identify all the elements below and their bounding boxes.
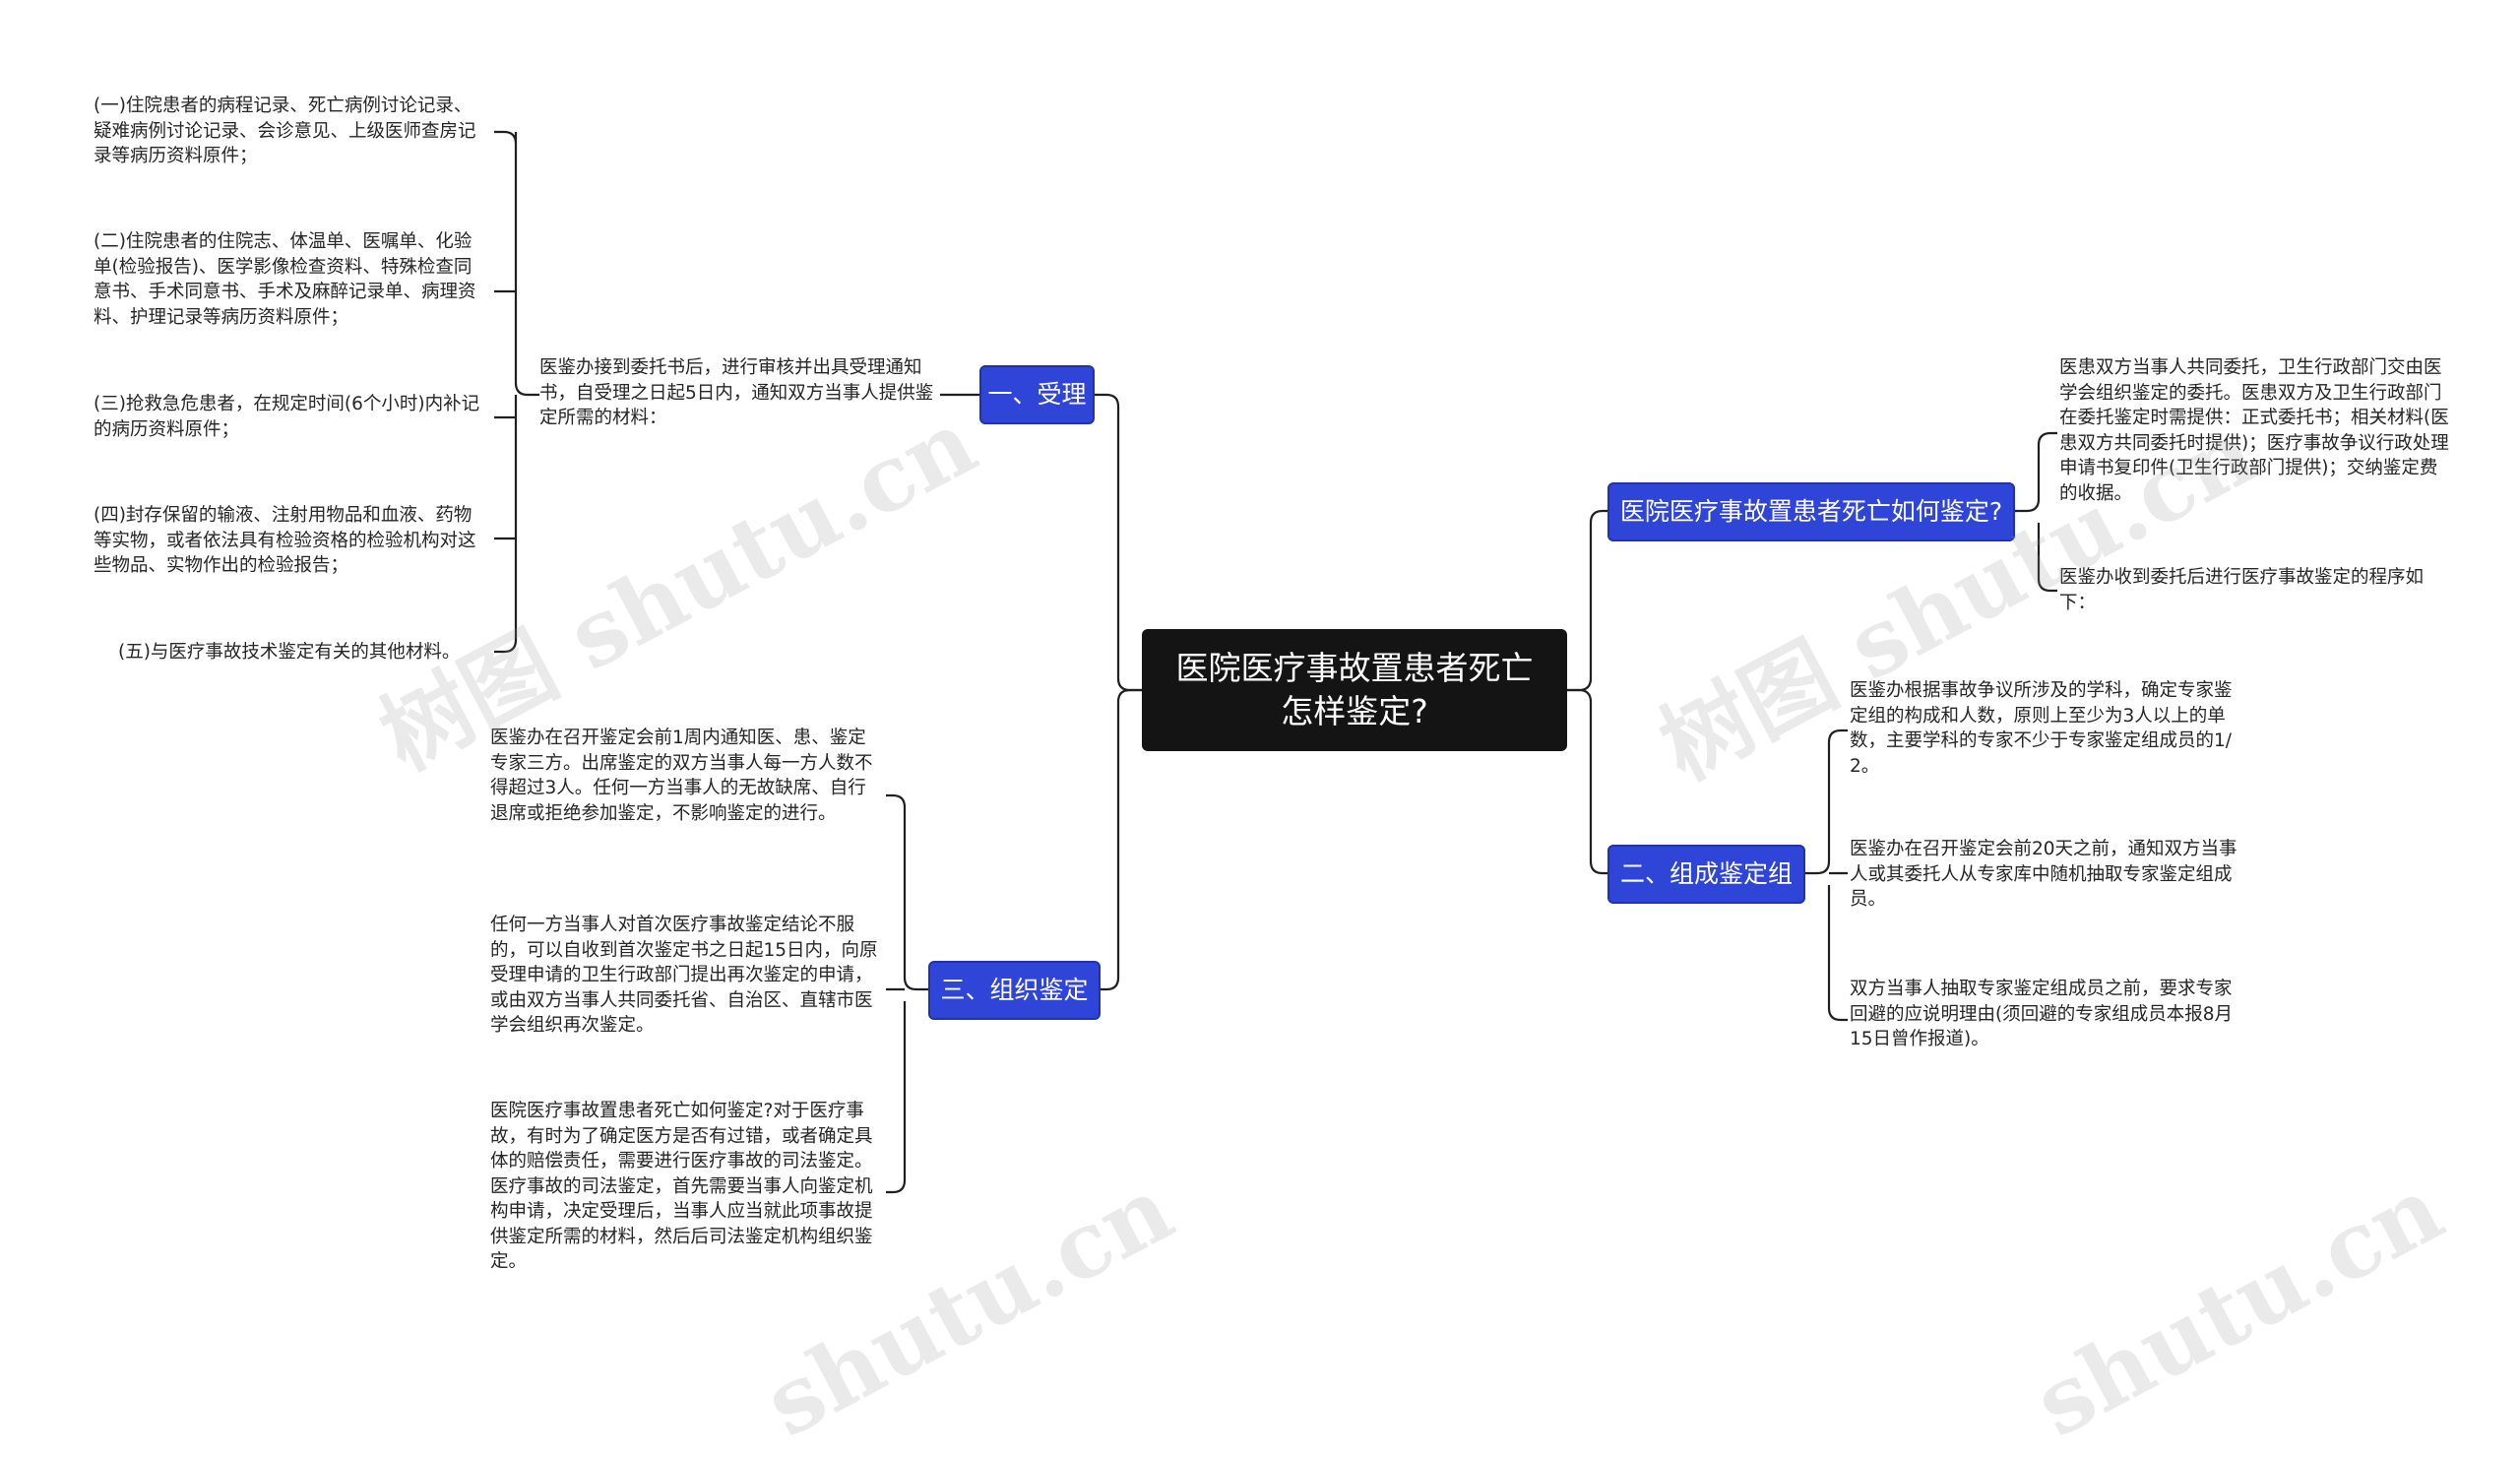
mindmap-canvas: 医院医疗事故置患者死亡怎样鉴定? 一、受理 三、组织鉴定 医院医疗事故置患者死亡…	[94, 95, 2459, 1457]
branch-form-panel-label: 二、组成鉴定组	[1619, 859, 1793, 888]
leaf-how-item-2: 医鉴办收到委托后进行医疗事故鉴定的程序如下：	[2059, 567, 2425, 613]
leaf-acceptance-item-2: (二)住院患者的住院志、体温单、医嘱单、化验单(检验报告)、医学影像检查资料、特…	[94, 231, 476, 328]
branch-acceptance[interactable]: 一、受理	[979, 365, 1095, 424]
leaf-how-item-1: 医患双方当事人共同委托，卫生行政部门交由医学会组织鉴定的委托。医患双方及卫生行政…	[2059, 357, 2449, 504]
connector-root-b4	[1567, 688, 1607, 875]
branch-form-panel[interactable]: 二、组成鉴定组	[1607, 845, 1805, 904]
branch-how-to-appraise-label: 医院医疗事故置患者死亡如何鉴定?	[1619, 497, 2003, 526]
connector-b4-items	[1805, 728, 1848, 1022]
connector-lines	[494, 130, 2057, 1194]
connector-b3-items	[2015, 431, 2057, 593]
root-title: 医院医疗事故置患者死亡怎样鉴定?	[1175, 649, 1534, 730]
connector-root-b3	[1567, 509, 1607, 692]
leaf-acceptance-item-1: (一)住院患者的病程记录、死亡病例讨论记录、疑难病例讨论记录、会诊意见、上级医师…	[94, 95, 476, 166]
leaf-organize-item-2: 任何一方当事人对首次医疗事故鉴定结论不服的，可以自收到首次鉴定书之日起15日内，…	[490, 915, 878, 1036]
branch-organize-appraisal[interactable]: 三、组织鉴定	[928, 961, 1101, 1020]
root-node[interactable]: 医院医疗事故置患者死亡怎样鉴定?	[1142, 629, 1567, 751]
leaf-organize-item-3: 医院医疗事故置患者死亡如何鉴定?对于医疗事故，有时为了确定医方是否有过错，或者确…	[490, 1101, 873, 1272]
connector-b1-items	[494, 130, 539, 654]
leaf-panel-item-1: 医鉴办根据事故争议所涉及的学科，确定专家鉴定组的构成和人数，原则上至少为3人以上…	[1850, 680, 2233, 777]
connector-root-b1	[1095, 393, 1142, 692]
connector-b2-items	[886, 793, 928, 1194]
leaf-organize-item-1: 医鉴办在召开鉴定会前1周内通知医、患、鉴定专家三方。出席鉴定的双方当事人每一方人…	[490, 728, 873, 824]
branch-organize-appraisal-label: 三、组织鉴定	[940, 976, 1089, 1004]
leaf-acceptance-item-3: (三)抢救急危患者，在规定时间(6个小时)内补记的病历资料原件；	[94, 394, 480, 440]
branch-how-to-appraise[interactable]: 医院医疗事故置患者死亡如何鉴定?	[1607, 482, 2015, 541]
leaf-acceptance-intro: 医鉴办接到委托书后，进行审核并出具受理通知书，自受理之日起5日内，通知双方当事人…	[539, 357, 934, 428]
connector-root-b2	[1101, 688, 1142, 991]
branch-acceptance-label: 一、受理	[987, 380, 1087, 409]
leaf-acceptance-item-4: (四)封存保留的输液、注射用物品和血液、药物等实物，或者依法具有检验资格的检验机…	[94, 505, 476, 576]
leaf-panel-item-3: 双方当事人抽取专家鉴定组成员之前，要求专家回避的应说明理由(须回避的专家组成员本…	[1850, 979, 2233, 1049]
leaf-acceptance-item-5: (五)与医疗事故技术鉴定有关的其他材料。	[118, 642, 461, 663]
leaf-panel-item-2: 医鉴办在召开鉴定会前20天之前，通知双方当事人或其委托人从专家库中随机抽取专家鉴…	[1850, 839, 2237, 910]
